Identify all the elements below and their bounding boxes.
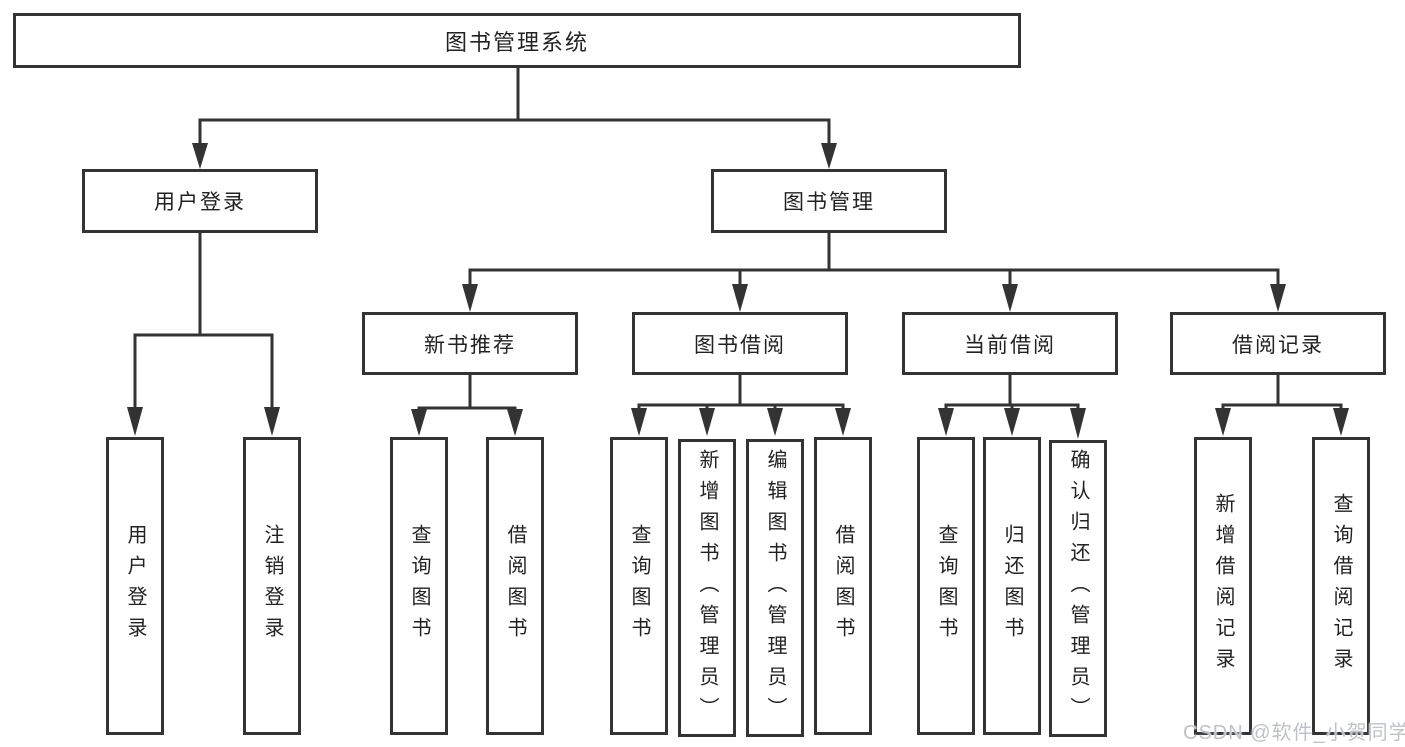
node-book-borrowing-label: 图书借阅 [694,333,786,357]
leaf-return-books: 归还图书 [983,437,1041,735]
node-library-management-system: 图书管理系统 [13,13,1021,68]
leaf-return-books-label: 归还图书 [1001,524,1023,648]
leaf-edit-book-admin-label: 编辑图书（管理员） [764,448,786,728]
node-current-borrowing: 当前借阅 [902,312,1118,375]
node-current-borrowing-label: 当前借阅 [964,333,1056,357]
node-book-borrowing: 图书借阅 [632,312,848,375]
node-new-book-recommend: 新书推荐 [362,312,578,375]
leaf-query-books-recommend: 查询图书 [390,437,448,735]
leaf-borrow-books-borrowing-label: 借阅图书 [832,524,854,648]
node-book-management-label: 图书管理 [783,191,875,214]
leaf-query-borrow-record: 查询借阅记录 [1312,437,1370,735]
leaf-query-books-borrowing-label: 查询图书 [628,524,650,648]
node-user-login-label: 用户登录 [154,191,246,214]
csdn-watermark: CSDN @软件_小贺同学 [1183,722,1405,744]
leaf-borrow-books-borrowing: 借阅图书 [814,437,872,735]
node-borrowing-records-label: 借阅记录 [1232,333,1324,357]
leaf-add-book-admin: 新增图书（管理员） [678,439,736,737]
node-user-login: 用户登录 [82,169,318,233]
leaf-add-borrow-record: 新增借阅记录 [1194,437,1252,735]
leaf-edit-book-admin: 编辑图书（管理员） [746,439,804,737]
node-new-book-recommend-label: 新书推荐 [424,333,516,357]
node-book-management: 图书管理 [711,169,947,233]
leaf-query-books-recommend-label: 查询图书 [408,524,430,648]
leaf-add-book-admin-label: 新增图书（管理员） [696,448,718,728]
node-borrowing-records: 借阅记录 [1170,312,1386,375]
leaf-query-books-current-label: 查询图书 [935,524,957,648]
leaf-query-books-borrowing: 查询图书 [610,437,668,735]
leaf-user-login-label: 用户登录 [124,524,146,648]
leaf-logout-login-label: 注销登录 [261,524,283,648]
leaf-confirm-return-admin: 确认归还（管理员） [1049,440,1107,737]
leaf-add-borrow-record-label: 新增借阅记录 [1212,493,1234,679]
leaf-logout-login: 注销登录 [243,437,301,735]
leaf-borrow-books-recommend: 借阅图书 [486,437,544,735]
leaf-confirm-return-admin-label: 确认归还（管理员） [1067,449,1089,728]
leaf-query-books-current: 查询图书 [917,437,975,735]
leaf-user-login: 用户登录 [106,437,164,735]
node-library-management-system-label: 图书管理系统 [444,29,589,55]
leaf-borrow-books-recommend-label: 借阅图书 [504,524,526,648]
leaf-query-borrow-record-label: 查询借阅记录 [1330,493,1352,679]
